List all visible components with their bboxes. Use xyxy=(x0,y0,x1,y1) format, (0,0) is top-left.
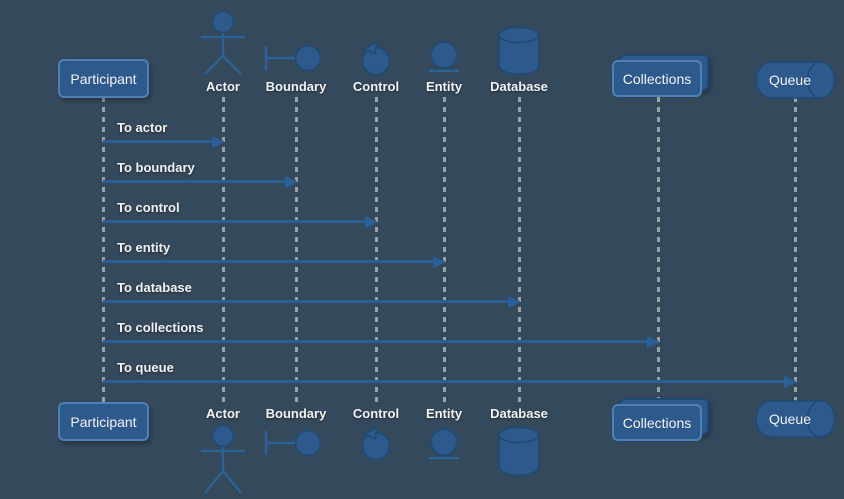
actor-icon xyxy=(201,10,245,75)
queue-label: Queue xyxy=(768,72,812,88)
arrowhead-icon xyxy=(285,175,298,188)
message-label: To boundary xyxy=(117,160,195,175)
lifeline-participant xyxy=(102,97,105,403)
collections-label: Collections xyxy=(622,70,692,87)
message-arrow-to-boundary xyxy=(103,175,298,188)
arrowhead-icon xyxy=(508,295,521,308)
database-icon xyxy=(498,26,540,76)
boundary-icon xyxy=(264,44,322,72)
message-arrow-to-control xyxy=(103,215,378,228)
arrowhead-icon xyxy=(647,335,660,348)
arrowhead-icon xyxy=(433,255,446,268)
lifeline-collections xyxy=(657,97,660,403)
actor-icon xyxy=(201,424,245,494)
collections-label: Collections xyxy=(622,414,692,431)
actor-label-top: Actor xyxy=(206,79,240,94)
participant-label: Participant xyxy=(70,70,137,87)
actor-label-bottom: Actor xyxy=(206,406,240,421)
message-label: To actor xyxy=(117,120,168,135)
lifeline-boundary xyxy=(295,97,298,403)
control-icon xyxy=(361,41,391,76)
database-label-top: Database xyxy=(490,79,548,94)
participant-label: Participant xyxy=(70,413,137,430)
entity-icon xyxy=(429,41,459,73)
entity-label-bottom: Entity xyxy=(425,406,463,421)
lifeline-queue xyxy=(794,97,797,403)
control-label-top: Control xyxy=(352,79,400,94)
queue-shape-bottom: Queue xyxy=(754,400,838,438)
lifeline-control xyxy=(375,97,378,403)
database-label-bottom: Database xyxy=(490,406,548,421)
message-label: To database xyxy=(117,280,192,295)
message-arrow-to-actor xyxy=(103,135,225,148)
message-label: To collections xyxy=(117,320,204,335)
boundary-label-bottom: Boundary xyxy=(265,406,327,421)
lifeline-entity xyxy=(443,97,446,403)
collections-box-top: Collections xyxy=(612,60,702,97)
boundary-label-top: Boundary xyxy=(265,79,327,94)
message-label: To queue xyxy=(117,360,174,375)
message-arrow-to-entity xyxy=(103,255,446,268)
control-label-bottom: Control xyxy=(352,406,400,421)
arrowhead-icon xyxy=(784,375,797,388)
arrowhead-icon xyxy=(365,215,378,228)
message-arrow-to-database xyxy=(103,295,521,308)
participant-box-bottom: Participant xyxy=(58,402,149,441)
control-icon xyxy=(361,426,391,461)
boundary-icon xyxy=(264,429,322,457)
entity-label-top: Entity xyxy=(425,79,463,94)
database-icon xyxy=(498,426,540,477)
entity-icon xyxy=(429,428,459,460)
message-label: To control xyxy=(117,200,180,215)
participant-box-top: Participant xyxy=(58,59,149,98)
message-arrow-to-collections xyxy=(103,335,660,348)
arrowhead-icon xyxy=(212,135,225,148)
lifeline-database xyxy=(518,97,521,403)
queue-label: Queue xyxy=(768,411,812,427)
queue-shape-top: Queue xyxy=(754,61,838,99)
queue-icon xyxy=(755,61,836,99)
queue-icon xyxy=(755,400,836,438)
message-arrow-to-queue xyxy=(103,375,797,388)
lifeline-actor xyxy=(222,97,225,403)
collections-box-bottom: Collections xyxy=(612,404,702,441)
message-label: To entity xyxy=(117,240,171,255)
